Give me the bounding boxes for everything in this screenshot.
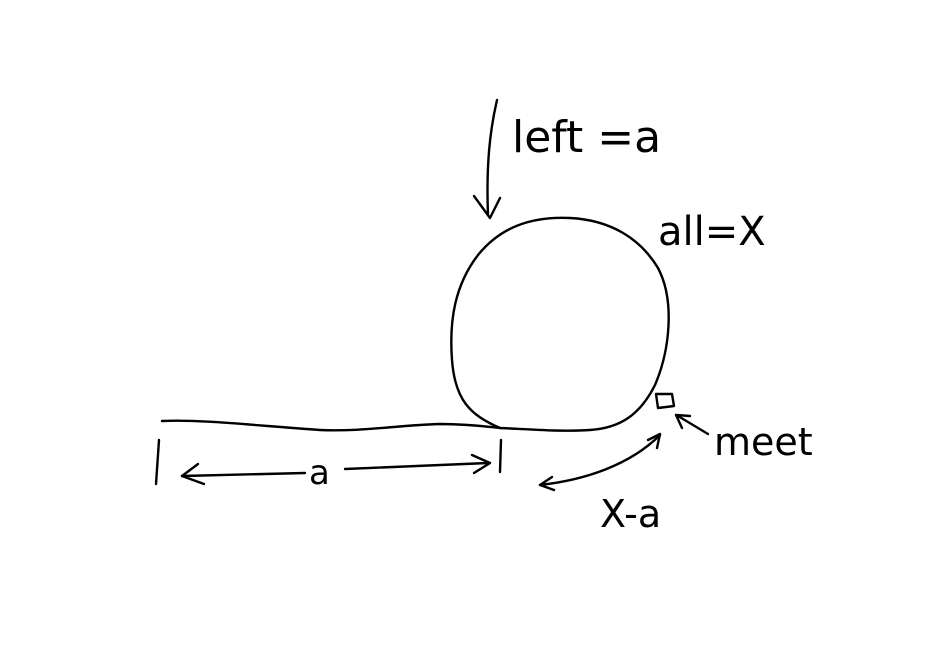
entry-arrow-shaft xyxy=(486,98,499,217)
a-arrow-head-left xyxy=(180,462,206,486)
x-minus-a-arc-arrow xyxy=(538,433,662,487)
a-length-label: a xyxy=(309,453,330,493)
tick-mark-left xyxy=(154,438,161,486)
meet-arrow-shaft xyxy=(676,414,710,436)
x-minus-a-label: X-a xyxy=(600,492,661,536)
a-arrow-shaft-left xyxy=(180,471,307,478)
entry-arrow-head xyxy=(472,194,502,220)
all-equals-x-label: all=X xyxy=(658,209,766,255)
meet-point-marker xyxy=(654,392,676,410)
cycle-loop xyxy=(450,216,670,432)
a-arrow-head-right xyxy=(470,453,492,475)
x-minus-a-arrow-head-left xyxy=(538,475,556,492)
tick-mark-right xyxy=(498,438,503,474)
meet-label: meet xyxy=(714,420,813,464)
meet-arrow-head xyxy=(674,413,692,430)
left-equals-a-label: left =a xyxy=(512,112,661,163)
a-arrow-shaft-right xyxy=(343,461,490,471)
x-minus-a-arrow-head-right xyxy=(646,432,662,450)
tail-path-line xyxy=(160,419,502,432)
